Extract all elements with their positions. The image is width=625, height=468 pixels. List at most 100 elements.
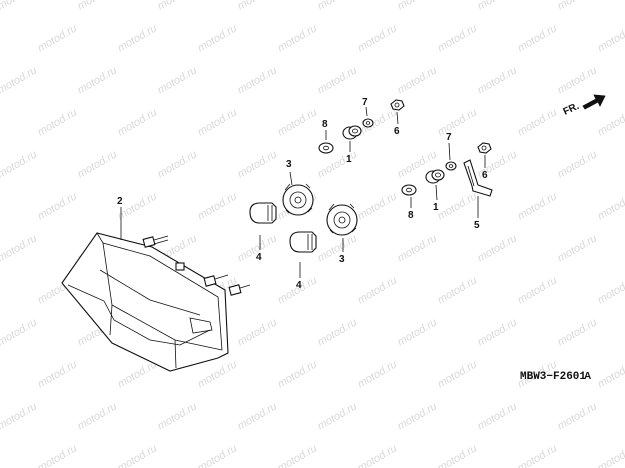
watermark-text: motod.ru	[356, 106, 400, 138]
watermark-text: motod.ru	[436, 274, 480, 306]
socket-boss	[175, 262, 185, 271]
bracket	[463, 159, 493, 197]
watermark-text: motod.ru	[356, 358, 400, 390]
watermark-text: motod.ru	[396, 64, 440, 96]
watermark-text: motod.ru	[596, 358, 625, 390]
watermark-text: motod.ru	[0, 64, 39, 96]
watermark-text: motod.ru	[36, 106, 80, 138]
callout-7: 7	[446, 132, 452, 143]
watermark-text: motod.ru	[436, 442, 480, 468]
watermark-text: motod.ru	[476, 316, 520, 348]
watermark-text: motod.ru	[356, 442, 400, 468]
watermark-text: motod.ru	[116, 106, 160, 138]
front-direction-arrow: FR.	[562, 94, 606, 118]
watermark-text: motod.ru	[476, 232, 520, 264]
watermark-text: motod.ru	[316, 232, 360, 264]
watermark-text: motod.ru	[556, 0, 600, 13]
bulb-socket	[326, 203, 358, 236]
watermark-text: motod.ru	[556, 148, 600, 180]
callout-6: 6	[394, 126, 400, 137]
watermark-text: motod.ru	[596, 22, 625, 54]
watermark-text: motod.ru	[356, 274, 400, 306]
bulb	[249, 202, 277, 224]
watermark-text: motod.ru	[556, 316, 600, 348]
stud	[228, 284, 251, 296]
watermark-text: motod.ru	[316, 0, 360, 13]
watermark-text: motod.ru	[0, 148, 39, 180]
callout-4: 4	[296, 280, 302, 291]
callout-6: 6	[482, 170, 488, 181]
watermark-text: motod.ru	[436, 22, 480, 54]
watermark-text: motod.ru	[396, 316, 440, 348]
washer	[318, 142, 334, 154]
watermark-text: motod.ru	[0, 400, 39, 432]
watermark-text: motod.ru	[276, 358, 320, 390]
watermark-text: motod.ru	[316, 64, 360, 96]
watermark-text: motod.ru	[276, 442, 320, 468]
callout-5: 5	[474, 220, 480, 231]
callout-1: 1	[433, 202, 439, 213]
watermark-text: motod.ru	[116, 358, 160, 390]
watermark-text: motod.ru	[196, 190, 240, 222]
small-washer	[362, 118, 374, 128]
watermark-text: motod.ru	[236, 148, 280, 180]
watermark-text: motod.ru	[596, 274, 625, 306]
watermark-text: motod.ru	[596, 106, 625, 138]
watermark-text: motod.ru	[556, 64, 600, 96]
watermark-text: motod.ru	[0, 316, 39, 348]
watermark-text: motod.ru	[196, 22, 240, 54]
watermark-text: motod.ru	[436, 106, 480, 138]
callout-8: 8	[408, 210, 414, 221]
watermark-text: motod.ru	[596, 442, 625, 468]
watermark-text: motod.ru	[236, 64, 280, 96]
watermark-text: motod.ru	[276, 106, 320, 138]
watermark-text: motod.ru	[76, 0, 120, 13]
watermark-text: motod.ru	[396, 400, 440, 432]
watermark-text: motod.ru	[436, 358, 480, 390]
watermark-text: motod.ru	[36, 442, 80, 468]
watermark-text: motod.ru	[516, 442, 560, 468]
diagram-code: MBW3−F2601	[520, 371, 586, 383]
watermark-text: motod.ru	[476, 64, 520, 96]
callout-4: 4	[256, 252, 262, 263]
callout-3: 3	[286, 159, 292, 170]
watermark-text: motod.ru	[36, 22, 80, 54]
watermark-text: motod.ru	[76, 148, 120, 180]
watermark-text: motod.ru	[236, 316, 280, 348]
stud	[142, 235, 169, 248]
watermark-text: motod.ru	[316, 316, 360, 348]
watermark-text: motod.ru	[476, 400, 520, 432]
watermark-text: motod.ru	[236, 400, 280, 432]
watermark-text: motod.ru	[76, 64, 120, 96]
grommet	[425, 169, 445, 184]
watermark-text: motod.ru	[156, 148, 200, 180]
taillight-assembly	[61, 232, 251, 372]
callout-1: 1	[346, 154, 352, 165]
arrow-icon	[582, 94, 606, 110]
watermark-text: motod.ru	[356, 190, 400, 222]
nut	[477, 142, 492, 154]
grommet	[342, 125, 362, 140]
watermark-text: motod.ru	[516, 274, 560, 306]
diagram-revision: A	[584, 371, 591, 382]
watermark-text: motod.ru	[0, 232, 39, 264]
watermark-text: motod.ru	[276, 22, 320, 54]
watermark-text: motod.ru	[396, 232, 440, 264]
watermark-text: motod.ru	[596, 190, 625, 222]
watermark-text: motod.ru	[156, 400, 200, 432]
watermark-text: motod.ru	[116, 442, 160, 468]
watermark-text: motod.ru	[156, 0, 200, 13]
watermark-text: motod.ru	[156, 64, 200, 96]
watermark-text: motod.ru	[36, 190, 80, 222]
watermark-text: motod.ru	[516, 106, 560, 138]
small-washer	[445, 161, 457, 171]
watermark-text: motod.ru	[196, 442, 240, 468]
leader-lines	[120, 106, 486, 278]
callout-8: 8	[322, 119, 328, 130]
direction-label: FR.	[562, 101, 581, 118]
watermark-text: motod.ru	[556, 400, 600, 432]
callout-2: 2	[117, 196, 123, 207]
callout-7: 7	[362, 97, 368, 108]
watermark-text: motod.ru	[356, 22, 400, 54]
